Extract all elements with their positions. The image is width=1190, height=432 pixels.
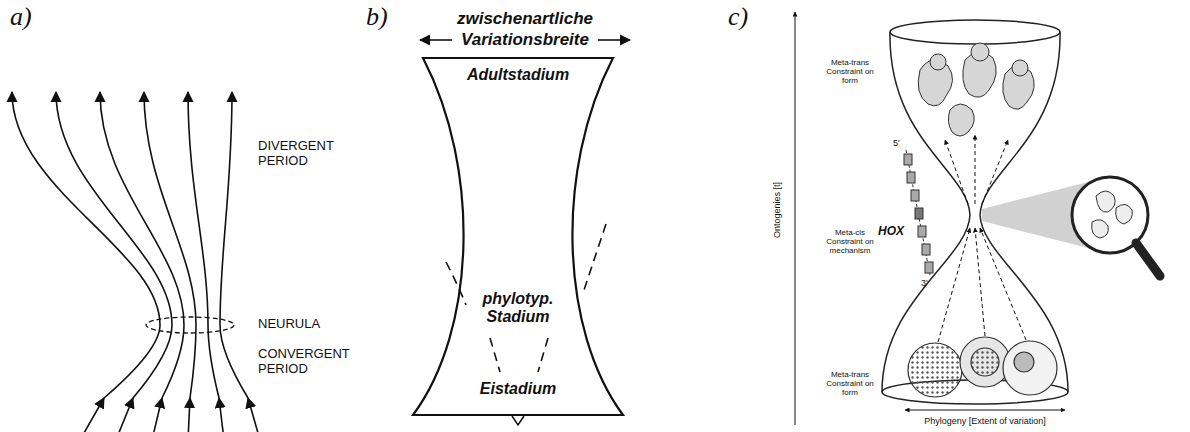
panel-letter: b) xyxy=(366,2,388,32)
egg-drawings xyxy=(908,337,1057,397)
axis-label: Ontogenies [t] xyxy=(772,182,782,238)
neurula-ring xyxy=(146,317,234,333)
strand-end: 5' xyxy=(893,138,900,148)
variation-title: zwischenartliche Variationsbreite xyxy=(440,8,610,50)
axis-label: Phylogeny [Extent of variation] xyxy=(924,416,1046,426)
gene-label: HOX xyxy=(878,224,904,238)
constraint-note: Meta-trans Constraint on form xyxy=(822,370,878,397)
constraint-note: Meta-trans Constraint on form xyxy=(822,58,878,85)
dashed-alternatives xyxy=(446,224,606,372)
egg-stage-tip xyxy=(512,416,524,425)
hox-cluster xyxy=(904,150,933,275)
development-arrows xyxy=(938,135,1026,342)
convergent-divergent-lines xyxy=(12,92,260,432)
panel-letter: c) xyxy=(728,2,748,32)
embryo-drawings xyxy=(918,43,1034,136)
stage-label: Adultstadium xyxy=(467,66,569,84)
stage-label: Eistadium xyxy=(480,380,556,398)
panel-letter: a) xyxy=(10,2,32,32)
stage-label: NEURULA xyxy=(258,316,320,331)
magnifying-glass xyxy=(1072,177,1160,276)
glass-hourglass xyxy=(882,20,1068,404)
period-label: CONVERGENT PERIOD xyxy=(258,346,363,376)
stage-label: phylotyp. Stadium xyxy=(468,290,568,326)
period-label: DIVERGENT PERIOD xyxy=(258,138,353,168)
constraint-note: Meta-cis Constraint on mechanism xyxy=(822,228,878,255)
strand-end: 3' xyxy=(921,278,928,288)
hourglass-outline xyxy=(413,58,623,415)
